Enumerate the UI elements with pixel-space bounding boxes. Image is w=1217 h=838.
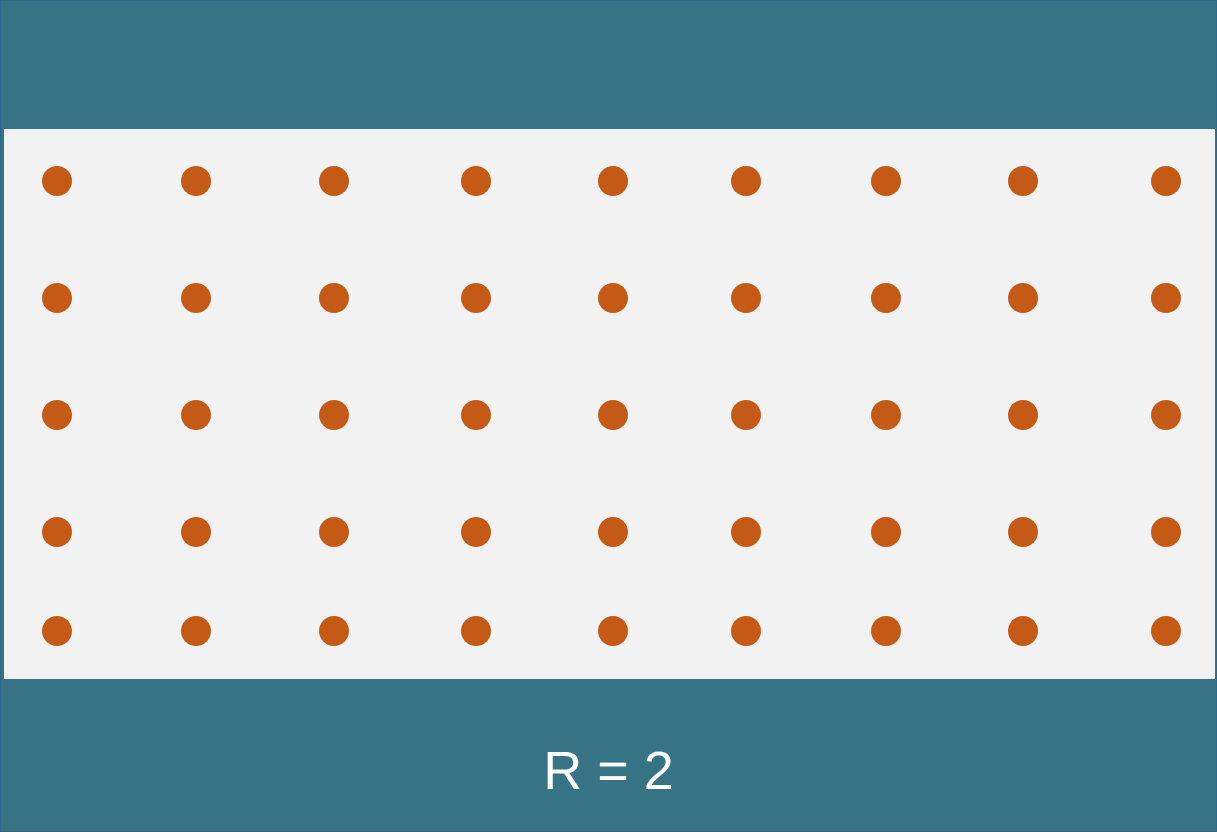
dot-r3-c9 (1151, 400, 1181, 430)
dot-r1-c7 (871, 166, 901, 196)
dot-r1-c6 (731, 166, 761, 196)
dot-r3-c7 (871, 400, 901, 430)
top-band (1, 1, 1215, 128)
dot-r3-c1 (42, 400, 72, 430)
dot-r2-c3 (319, 283, 349, 313)
dot-r2-c7 (871, 283, 901, 313)
dot-r4-c5 (598, 517, 628, 547)
dot-r1-c1 (42, 166, 72, 196)
dot-r4-c7 (871, 517, 901, 547)
dot-r3-c8 (1008, 400, 1038, 430)
dot-r1-c3 (319, 166, 349, 196)
dot-r5-c6 (731, 616, 761, 646)
dot-r3-c3 (319, 400, 349, 430)
dot-r5-c7 (871, 616, 901, 646)
dot-r4-c6 (731, 517, 761, 547)
dot-r2-c4 (461, 283, 491, 313)
dot-r4-c3 (319, 517, 349, 547)
dot-r3-c6 (731, 400, 761, 430)
dot-r5-c1 (42, 616, 72, 646)
dot-r1-c5 (598, 166, 628, 196)
dot-r1-c9 (1151, 166, 1181, 196)
dot-r1-c8 (1008, 166, 1038, 196)
bottom-band (1, 680, 1215, 830)
dot-r2-c5 (598, 283, 628, 313)
dot-r4-c4 (461, 517, 491, 547)
dot-r4-c8 (1008, 517, 1038, 547)
dot-r2-c6 (731, 283, 761, 313)
dot-r5-c4 (461, 616, 491, 646)
dot-r2-c1 (42, 283, 72, 313)
dot-r4-c9 (1151, 517, 1181, 547)
r-value-label: R = 2 (543, 741, 674, 801)
dot-r1-c4 (461, 166, 491, 196)
dot-r4-c2 (181, 517, 211, 547)
dot-r5-c8 (1008, 616, 1038, 646)
dot-r3-c4 (461, 400, 491, 430)
dot-r1-c2 (181, 166, 211, 196)
dot-r5-c3 (319, 616, 349, 646)
dot-r4-c1 (42, 517, 72, 547)
dot-r5-c2 (181, 616, 211, 646)
dot-r5-c9 (1151, 616, 1181, 646)
dot-r2-c2 (181, 283, 211, 313)
dot-r5-c5 (598, 616, 628, 646)
dot-r3-c5 (598, 400, 628, 430)
dot-r3-c2 (181, 400, 211, 430)
dot-r2-c8 (1008, 283, 1038, 313)
dot-r2-c9 (1151, 283, 1181, 313)
